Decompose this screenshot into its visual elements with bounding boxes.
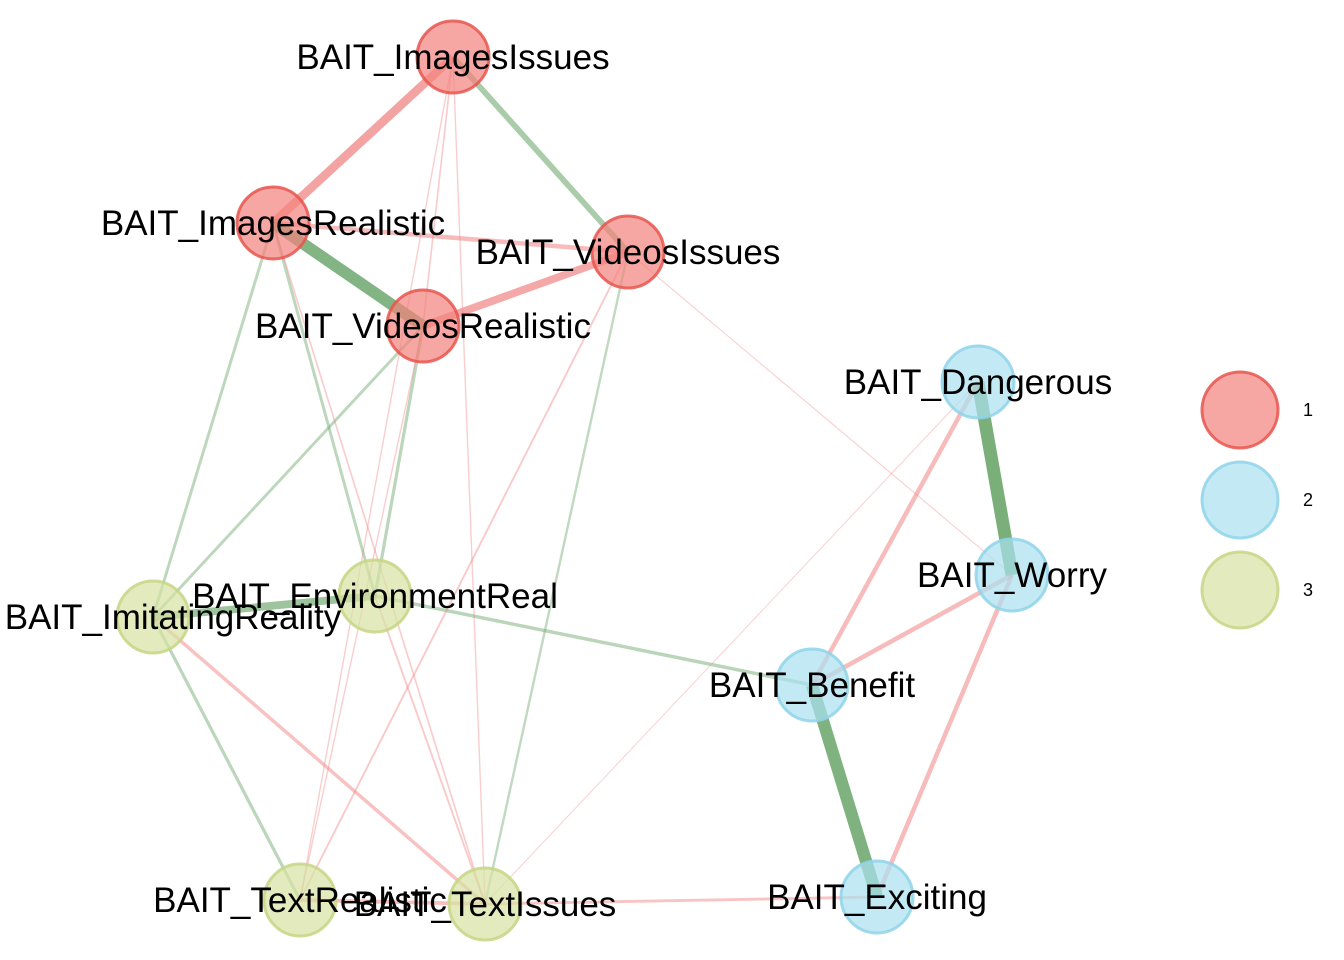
node-label-environment_real: BAIT_EnvironmentReal <box>192 577 558 616</box>
edge-dangerous-benefit <box>810 380 980 687</box>
nodes-layer <box>115 19 1050 942</box>
edge-videos_issues-text_realistic <box>299 251 629 901</box>
legend-label-3: 3 <box>1303 580 1313 600</box>
node-text_issues[interactable] <box>447 866 523 942</box>
edge-environment_real-benefit <box>374 594 813 687</box>
legend-label-2: 2 <box>1303 490 1313 510</box>
edge-images_issues-videos_issues <box>450 55 631 254</box>
node-label-dangerous: BAIT_Dangerous <box>844 363 1112 402</box>
edge-imitating_reality-text_issues <box>151 615 487 906</box>
node-imitating_reality[interactable] <box>115 579 191 655</box>
node-label-videos_issues: BAIT_VideosIssues <box>476 233 781 272</box>
node-worry[interactable] <box>974 537 1050 613</box>
node-images_issues[interactable] <box>415 19 491 95</box>
node-benefit[interactable] <box>774 647 850 723</box>
labels-layer: BAIT_ImagesIssuesBAIT_ImagesRealisticBAI… <box>5 38 1113 924</box>
edge-environment_real-text_issues <box>374 595 486 905</box>
edge-worry-exciting <box>874 574 1015 898</box>
edge-imitating_reality-text_realistic <box>151 616 302 901</box>
edge-videos_issues-worry <box>627 251 1013 576</box>
edge-images_realistic-environment_real <box>271 222 377 597</box>
edge-text_issues-exciting <box>484 895 878 906</box>
node-label-videos_realistic: BAIT_VideosRealistic <box>255 307 591 346</box>
node-environment_real[interactable] <box>337 558 413 634</box>
node-label-exciting: BAIT_Exciting <box>767 878 987 917</box>
legend: 1 2 3 <box>1200 370 1313 630</box>
node-label-images_realistic: BAIT_ImagesRealistic <box>101 204 445 243</box>
edge-images_realistic-videos_issues <box>272 220 629 255</box>
edge-videos_realistic-imitating_reality <box>151 325 425 618</box>
legend-label-1: 1 <box>1303 400 1313 420</box>
edge-images_issues-images_realistic <box>270 53 456 227</box>
node-label-text_issues: BAIT_TextIssues <box>354 885 617 924</box>
legend-swatch-2 <box>1200 460 1280 540</box>
edges-layer <box>151 53 1019 906</box>
edge-text_issues-dangerous <box>484 381 979 905</box>
edge-images_issues-videos_realistic <box>422 56 454 327</box>
node-label-text_realistic: BAIT_TextRealistic <box>153 881 447 920</box>
node-label-benefit: BAIT_Benefit <box>709 666 915 705</box>
node-images_realistic[interactable] <box>235 185 311 261</box>
legend-swatch-3 <box>1200 550 1280 630</box>
edge-videos_realistic-environment_real <box>373 325 425 597</box>
node-label-worry: BAIT_Worry <box>917 556 1107 595</box>
edge-images_issues-text_realistic <box>299 56 454 901</box>
edge-images_realistic-imitating_reality <box>151 222 275 618</box>
edge-images_issues-text_issues <box>452 56 486 905</box>
edge-worry-benefit <box>810 573 1014 687</box>
node-videos_issues[interactable] <box>590 214 666 290</box>
node-dangerous[interactable] <box>940 344 1016 420</box>
node-exciting[interactable] <box>839 859 915 935</box>
node-label-images_issues: BAIT_ImagesIssues <box>296 38 609 77</box>
node-videos_realistic[interactable] <box>385 288 461 364</box>
node-label-imitating_reality: BAIT_ImitatingReality <box>5 598 342 637</box>
legend-swatch-1 <box>1200 370 1280 450</box>
edge-videos_issues-text_issues <box>483 251 630 905</box>
node-text_realistic[interactable] <box>262 862 338 938</box>
